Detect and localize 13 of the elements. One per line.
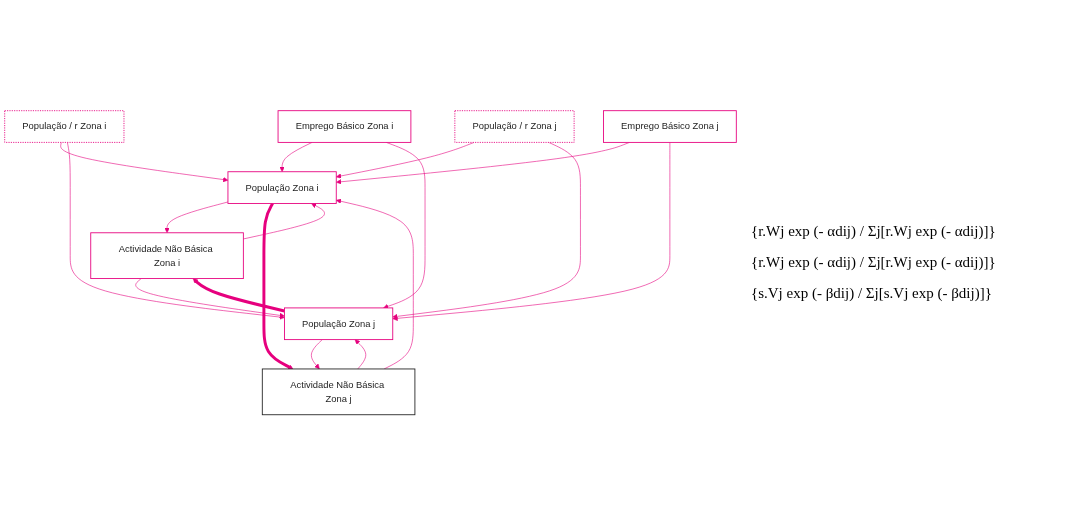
node-box: População / r Zona i [4,110,125,143]
node-box: Actividade Não Básica Zona i [90,232,244,279]
arrow [192,278,285,313]
node-box: Emprego Básico Zona i [277,110,412,143]
formula-label: {s.Vj exp (- βdij) / Σj[s.Vj exp (- βdij)]} [751,285,993,302]
node-box: Actividade Não Básica Zona j [261,368,416,415]
node-box: População / r Zona j [454,110,575,143]
arrow [262,202,294,369]
node-box: População Zona i [227,171,337,204]
formula-label: {r.Wj exp (- αdij) / Σj[r.Wj exp (- αdij)]} [751,254,997,271]
node-box: Emprego Básico Zona j [603,110,737,143]
formula-label: {r.Wj exp (- αdij) / Σj[r.Wj exp (- αdij)]} [751,223,997,240]
node-box: População Zona j [284,307,394,340]
